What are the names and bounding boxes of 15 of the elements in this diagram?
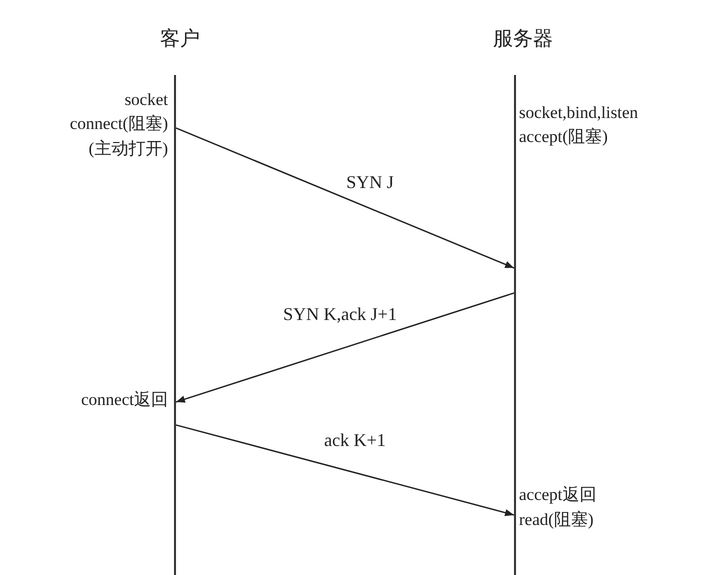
- event-label: (主动打开): [88, 139, 168, 159]
- event-label: socket,bind,listen: [519, 103, 638, 123]
- event-label: connect(阻塞): [70, 114, 168, 134]
- event-label: read(阻塞): [519, 510, 594, 530]
- arrow: [176, 292, 514, 403]
- event-label: accept返回: [519, 485, 596, 505]
- arrow: [176, 127, 514, 269]
- lifeline: [174, 75, 176, 575]
- arrow: [176, 424, 514, 516]
- lifeline-header: 客户: [160, 28, 200, 48]
- event-label: socket: [124, 90, 168, 110]
- event-label: connect返回: [81, 390, 168, 410]
- lifeline-header: 服务器: [493, 28, 553, 48]
- event-label: accept(阻塞): [519, 127, 608, 147]
- lifeline: [514, 75, 516, 575]
